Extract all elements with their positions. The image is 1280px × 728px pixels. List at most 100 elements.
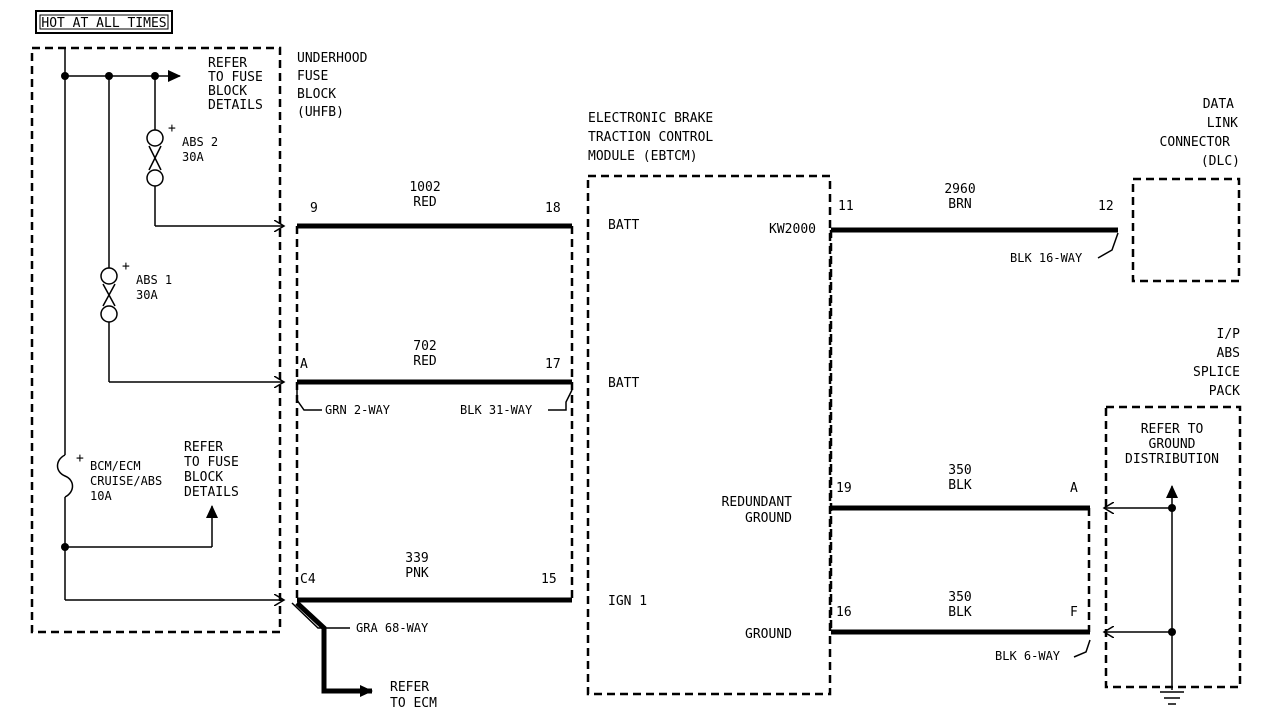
svg-text:DATA: DATA xyxy=(1203,97,1234,112)
abs1-fuse: + ABS 1 30A xyxy=(100,76,284,382)
svg-text:TO FUSE: TO FUSE xyxy=(184,455,239,470)
svg-text:30A: 30A xyxy=(136,288,158,302)
svg-text:+: + xyxy=(76,451,84,466)
svg-text:350: 350 xyxy=(948,590,971,605)
svg-text:REFER TO: REFER TO xyxy=(1141,422,1204,437)
svg-text:KW2000: KW2000 xyxy=(769,222,816,237)
svg-text:BLOCK: BLOCK xyxy=(208,84,247,99)
svg-text:BATT: BATT xyxy=(608,218,639,233)
ebtcm-box xyxy=(586,174,832,696)
svg-text:9: 9 xyxy=(310,201,318,216)
svg-text:PACK: PACK xyxy=(1209,384,1240,399)
wire-702: A 17 702 RED GRN 2-WAY BLK 31-WAY xyxy=(296,339,573,417)
power-bus xyxy=(61,48,181,455)
svg-text:10A: 10A xyxy=(90,489,112,503)
splice-pack-title: I/P ABS SPLICE PACK xyxy=(1193,327,1240,399)
svg-text:339: 339 xyxy=(405,551,428,566)
bcm-ecm-fuse: + BCM/ECM CRUISE/ABS 10A xyxy=(56,451,285,600)
svg-text:C4: C4 xyxy=(300,572,316,587)
svg-text:A: A xyxy=(1070,481,1078,496)
wire-339: C4 15 339 PNK GRA 68-WAY xyxy=(291,551,572,697)
svg-text:CONNECTOR: CONNECTOR xyxy=(1160,135,1231,150)
svg-text:SPLICE: SPLICE xyxy=(1193,365,1240,380)
abs2-fuse: + ABS 2 30A xyxy=(146,76,284,226)
dlc-box xyxy=(1131,177,1241,283)
svg-text:+: + xyxy=(168,121,176,136)
svg-text:17: 17 xyxy=(545,357,561,372)
svg-text:GRA 68-WAY: GRA 68-WAY xyxy=(356,621,429,635)
svg-text:HOT AT ALL TIMES: HOT AT ALL TIMES xyxy=(41,16,166,31)
svg-text:I/P: I/P xyxy=(1217,327,1241,342)
svg-text:BLK 6-WAY: BLK 6-WAY xyxy=(995,649,1061,663)
svg-text:GROUND: GROUND xyxy=(1149,437,1196,452)
svg-text:2960: 2960 xyxy=(944,182,975,197)
svg-text:BLK: BLK xyxy=(948,478,972,493)
svg-text:18: 18 xyxy=(545,201,561,216)
svg-text:ABS 2: ABS 2 xyxy=(182,135,218,149)
svg-text:REFER: REFER xyxy=(208,56,247,71)
svg-text:F: F xyxy=(1070,605,1078,620)
svg-text:702: 702 xyxy=(413,339,436,354)
svg-text:+: + xyxy=(122,259,130,274)
svg-text:RED: RED xyxy=(413,195,437,210)
svg-text:16: 16 xyxy=(836,605,852,620)
dlc-title: DATA LINK CONNECTOR (DLC) xyxy=(1160,97,1240,169)
svg-text:CRUISE/ABS: CRUISE/ABS xyxy=(90,474,162,488)
svg-text:(DLC): (DLC) xyxy=(1201,154,1240,169)
hot-at-all-times-label: HOT AT ALL TIMES xyxy=(35,10,173,34)
svg-text:LINK: LINK xyxy=(1207,116,1238,131)
refer-ground-distribution-label: REFER TO GROUND DISTRIBUTION xyxy=(1125,422,1219,467)
svg-text:ELECTRONIC BRAKE: ELECTRONIC BRAKE xyxy=(588,111,713,126)
wire-350-a: 19 A 350 BLK xyxy=(831,463,1090,511)
svg-text:RED: RED xyxy=(413,354,437,369)
wire-2960: 11 12 2960 BRN BLK 16-WAY xyxy=(831,182,1119,265)
svg-text:MODULE (EBTCM): MODULE (EBTCM) xyxy=(588,149,698,164)
svg-text:1002: 1002 xyxy=(409,180,440,195)
svg-text:BATT: BATT xyxy=(608,376,639,391)
svg-text:REFER: REFER xyxy=(390,680,429,695)
svg-text:DETAILS: DETAILS xyxy=(208,98,263,113)
svg-text:DISTRIBUTION: DISTRIBUTION xyxy=(1125,452,1219,467)
svg-text:GRN 2-WAY: GRN 2-WAY xyxy=(325,403,391,417)
splice-pack-box xyxy=(1104,405,1242,689)
svg-text:TO ECM: TO ECM xyxy=(390,696,437,711)
svg-text:BLK 31-WAY: BLK 31-WAY xyxy=(460,403,533,417)
svg-text:TO FUSE: TO FUSE xyxy=(208,70,263,85)
svg-text:PNK: PNK xyxy=(405,566,429,581)
uhfb-title: UNDERHOOD FUSE BLOCK (UHFB) xyxy=(297,51,368,120)
uhfb-box xyxy=(30,46,282,634)
svg-text:IGN 1: IGN 1 xyxy=(608,594,647,609)
svg-text:FUSE: FUSE xyxy=(297,69,328,84)
svg-text:ABS: ABS xyxy=(1217,346,1240,361)
svg-text:GROUND: GROUND xyxy=(745,511,792,526)
svg-text:(UHFB): (UHFB) xyxy=(297,105,344,120)
svg-text:BLK 16-WAY: BLK 16-WAY xyxy=(1010,251,1083,265)
svg-text:REDUNDANT: REDUNDANT xyxy=(722,495,793,510)
svg-text:UNDERHOOD: UNDERHOOD xyxy=(297,51,368,66)
svg-text:BLOCK: BLOCK xyxy=(184,470,223,485)
svg-text:350: 350 xyxy=(948,463,971,478)
svg-text:12: 12 xyxy=(1098,199,1114,214)
splice-bus xyxy=(1104,485,1178,690)
svg-text:15: 15 xyxy=(541,572,557,587)
refer-to-ecm-label: REFER TO ECM xyxy=(390,680,437,711)
svg-text:GROUND: GROUND xyxy=(745,627,792,642)
svg-text:BLK: BLK xyxy=(948,605,972,620)
wire-1002: 9 18 1002 RED xyxy=(297,180,572,229)
ebtcm-pin-labels: BATT BATT IGN 1 KW2000 REDUNDANT GROUND … xyxy=(608,218,816,642)
ground-symbol-icon xyxy=(1160,691,1184,705)
svg-text:A: A xyxy=(300,357,308,372)
svg-text:REFER: REFER xyxy=(184,440,223,455)
ebtcm-title: ELECTRONIC BRAKE TRACTION CONTROL MODULE… xyxy=(588,111,713,164)
svg-text:19: 19 xyxy=(836,481,852,496)
svg-text:11: 11 xyxy=(838,199,854,214)
refer-fuse-block-top-label: REFER TO FUSE BLOCK DETAILS xyxy=(208,56,263,113)
svg-text:BLOCK: BLOCK xyxy=(297,87,336,102)
svg-text:ABS 1: ABS 1 xyxy=(136,273,172,287)
svg-text:30A: 30A xyxy=(182,150,204,164)
svg-text:TRACTION CONTROL: TRACTION CONTROL xyxy=(588,130,713,145)
wire-350-f: 16 F 350 BLK BLK 6-WAY xyxy=(831,590,1091,663)
svg-text:BRN: BRN xyxy=(948,197,971,212)
refer-fuse-block-mid-label: REFER TO FUSE BLOCK DETAILS xyxy=(184,440,239,500)
